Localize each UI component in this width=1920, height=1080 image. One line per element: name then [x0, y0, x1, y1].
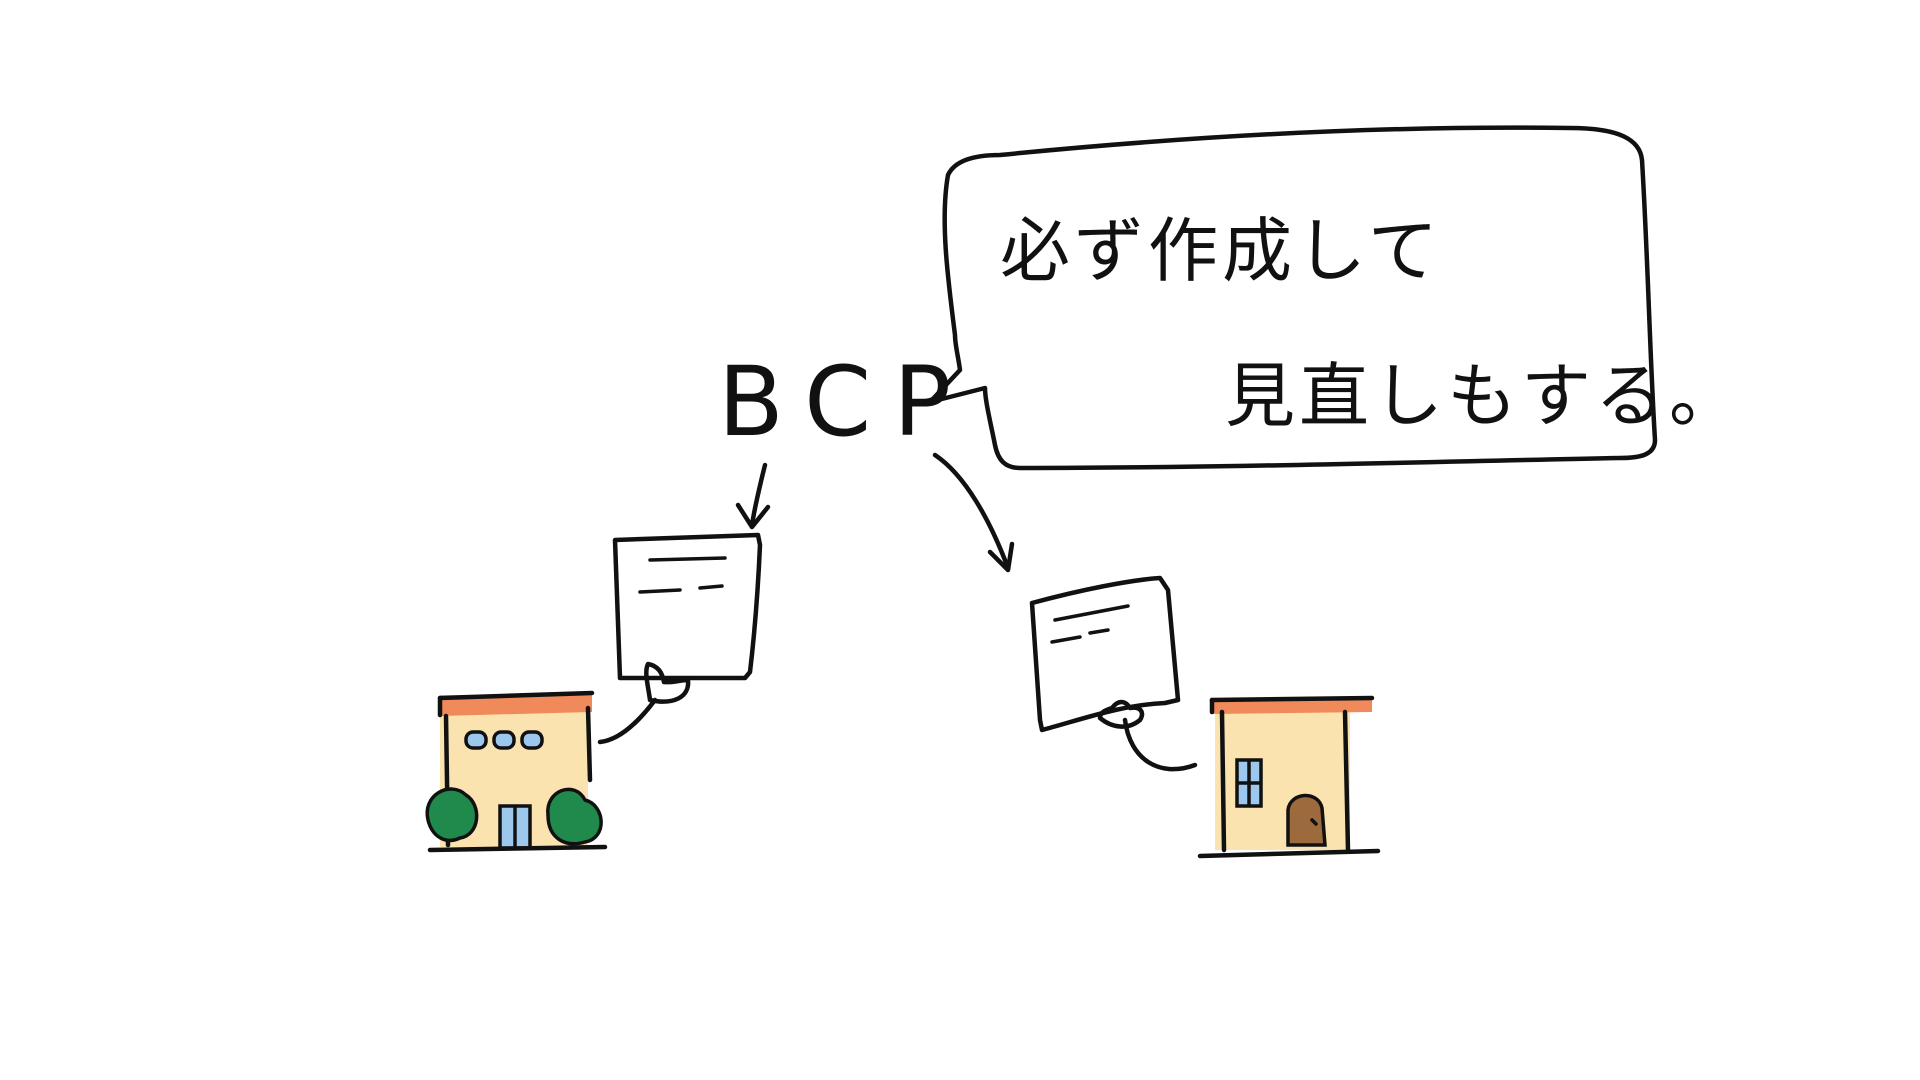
window-icon: [464, 730, 488, 750]
speech-bubble: 必ず作成して 見直しもする。: [927, 125, 1743, 471]
bubble-text-line1: 必ず作成して: [1000, 210, 1442, 292]
door-icon: [1286, 793, 1327, 847]
office-building-icon: [425, 690, 608, 853]
left-hand: [597, 661, 691, 745]
bcp-label: BCP: [718, 346, 973, 458]
right-hand: [1097, 699, 1198, 772]
document-icon: [1029, 575, 1181, 733]
arrow-right: [932, 452, 1015, 573]
tree-icon: [425, 787, 479, 843]
document-icon: [612, 532, 763, 681]
window-icon: [520, 730, 544, 750]
window-icon: [492, 730, 516, 750]
bubble-text-line2: 見直しもする。: [1225, 355, 1743, 437]
tree-icon: [546, 787, 603, 846]
arrow-left: [735, 462, 771, 530]
house-icon: [1197, 695, 1381, 859]
